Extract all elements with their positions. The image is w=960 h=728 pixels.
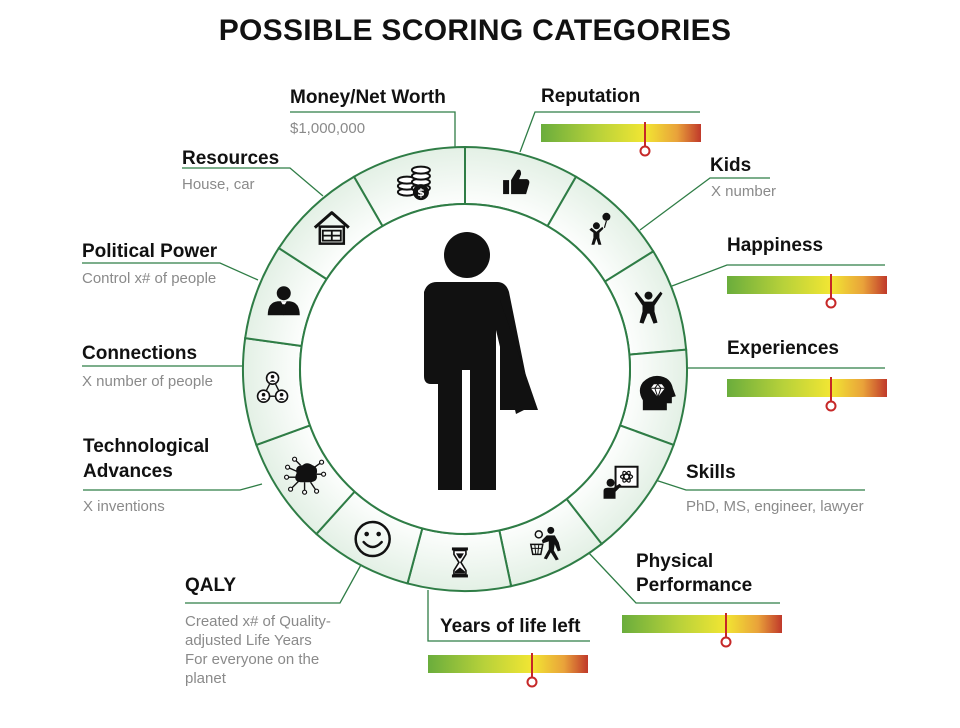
jumping-person-icon — [634, 291, 663, 324]
connector-physical — [587, 551, 780, 604]
network-people-icon — [256, 371, 289, 404]
sub-qaly-3: For everyone on the — [185, 651, 320, 668]
connector-political — [82, 262, 259, 281]
label-qaly: QALY — [185, 575, 237, 596]
coins-icon: $ — [396, 165, 431, 201]
sub-skills: PhD, MS, engineer, lawyer — [686, 498, 864, 515]
label-skills: Skills — [686, 462, 736, 483]
label-kids: Kids — [710, 155, 752, 176]
thumbs-up-icon — [503, 169, 530, 195]
sub-resources: House, car — [182, 176, 255, 193]
label-political: Political Power — [82, 241, 218, 262]
label-tech-2: Advances — [83, 461, 173, 482]
connector-years — [427, 590, 590, 642]
sub-tech: X inventions — [83, 498, 165, 515]
connector-money — [290, 111, 456, 150]
label-resources: Resources — [182, 148, 280, 169]
connector-skills — [642, 475, 865, 491]
label-physical: Physical — [636, 551, 714, 572]
gauge-bar-reputation — [541, 124, 701, 142]
connector-qaly — [185, 562, 363, 604]
sub-connections: X number of people — [82, 373, 213, 390]
person-half-dress-icon — [424, 232, 538, 490]
label-money: Money/Net Worth — [290, 87, 446, 108]
gauge-bar-experiences — [727, 379, 887, 397]
gauge-reputation — [541, 124, 701, 142]
sub-qaly-4: planet — [185, 670, 226, 687]
basketball-player-icon — [529, 526, 561, 561]
sub-qaly-2: adjusted Life Years — [185, 632, 312, 649]
sub-kids: X number — [711, 183, 777, 200]
gauge-bar-happiness — [727, 276, 887, 294]
sub-qaly-1: Created x# of Quality- — [185, 613, 331, 630]
sub-money: $1,000,000 — [290, 120, 366, 137]
label-years: Years of life left — [440, 616, 581, 637]
gauge-physical — [622, 615, 782, 633]
connector-tech — [83, 483, 263, 491]
connector-happiness — [671, 264, 885, 287]
circuit-brain-icon — [283, 456, 327, 495]
connector-kids — [639, 177, 770, 231]
house-icon — [313, 211, 350, 245]
label-tech: Technological — [83, 436, 210, 457]
connector-reputation — [519, 111, 700, 153]
label-happiness: Happiness — [727, 235, 824, 256]
head-diamond-icon — [639, 375, 676, 411]
connector-resources — [182, 167, 324, 197]
page-title: POSSIBLE SCORING CATEGORIES — [218, 14, 732, 47]
leader-person-icon — [267, 286, 300, 316]
label-physical-2: Performance — [636, 575, 753, 596]
gauge-years — [428, 655, 588, 673]
gauge-experiences — [727, 379, 887, 397]
hourglass-icon — [451, 547, 468, 578]
label-reputation: Reputation — [541, 86, 641, 107]
smiley-icon — [354, 520, 391, 558]
label-experiences: Experiences — [727, 338, 839, 359]
svg-text:$: $ — [417, 186, 425, 199]
child-balloon-icon — [589, 212, 611, 245]
sub-political: Control x# of people — [82, 270, 217, 287]
teacher-board-icon — [603, 465, 639, 499]
gauge-happiness — [727, 276, 887, 294]
gauge-bar-physical — [622, 615, 782, 633]
gauge-bar-years — [428, 655, 588, 673]
label-connections: Connections — [82, 343, 198, 364]
